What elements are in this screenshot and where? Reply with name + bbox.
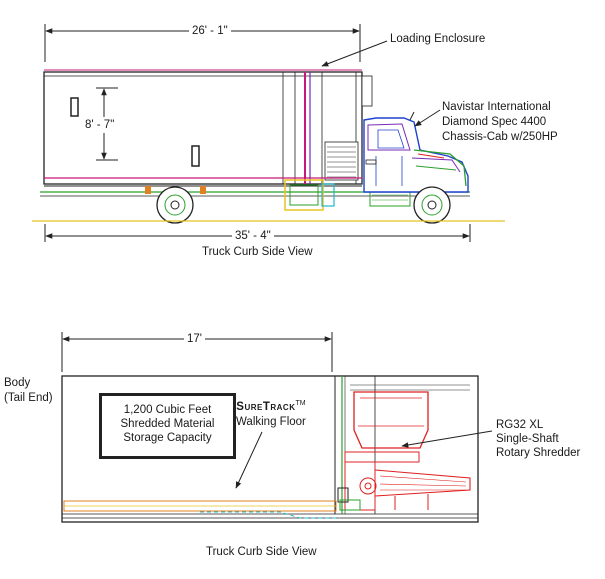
walking-floor-strip	[63, 500, 340, 519]
capacity-line-1: 1,200 Cubic Feet	[123, 404, 212, 416]
walking-floor-tm: TM	[295, 400, 306, 407]
shredder-line-2: Single-Shaft	[496, 433, 559, 445]
body-label-line-2: (Tail End)	[4, 392, 53, 404]
body-tail-label: Body (Tail End)	[4, 376, 53, 406]
chassis-label-line-1: Navistar International	[442, 101, 551, 113]
height-label: 8' - 7"	[82, 118, 118, 132]
total-length-label: 35' - 4"	[232, 229, 274, 243]
floor-length-label: 17'	[184, 332, 205, 346]
chassis-label-line-2: Diamond Spec 4400	[442, 116, 547, 128]
top-caption: Truck Curb Side View	[202, 246, 313, 258]
walking-floor-label: SureTrackTM Walking Floor	[236, 396, 306, 430]
capacity-box: 1,200 Cubic Feet Shredded Material Stora…	[99, 393, 236, 459]
walking-floor-brand: SureTrack	[236, 400, 296, 413]
body-label-line-1: Body	[4, 377, 31, 389]
side-window-upper	[70, 97, 79, 117]
shredder-label: RG32 XL Single-Shaft Rotary Shredder	[496, 418, 580, 460]
capacity-line-3: Storage Capacity	[123, 432, 212, 444]
shredder-leader	[401, 430, 493, 448]
rear-wheel	[156, 186, 194, 224]
walking-floor-leader	[235, 431, 263, 489]
vent-grille	[324, 141, 359, 181]
shredder-line-3: Rotary Shredder	[496, 447, 581, 459]
top-view	[32, 24, 505, 242]
loading-enclosure-leader	[321, 40, 388, 67]
chassis-label: Navistar International Diamond Spec 4400…	[442, 100, 558, 145]
capacity-line-2: Shredded Material	[120, 418, 215, 430]
truck-cab	[363, 111, 469, 193]
front-wheel	[413, 186, 451, 224]
height-dimension	[96, 87, 118, 161]
loading-enclosure-label: Loading Enclosure	[390, 33, 486, 45]
shredder-line-1: RG32 XL	[496, 419, 544, 431]
body-length-label: 26' - 1"	[189, 24, 231, 38]
side-window-lower	[191, 145, 200, 167]
bottom-caption: Truck Curb Side View	[206, 546, 317, 558]
walking-floor-text: Walking Floor	[236, 415, 306, 428]
shredder-drawing	[337, 391, 471, 511]
chassis-label-line-3: Chassis-Cab w/250HP	[442, 131, 558, 143]
chassis-leader	[414, 109, 441, 127]
